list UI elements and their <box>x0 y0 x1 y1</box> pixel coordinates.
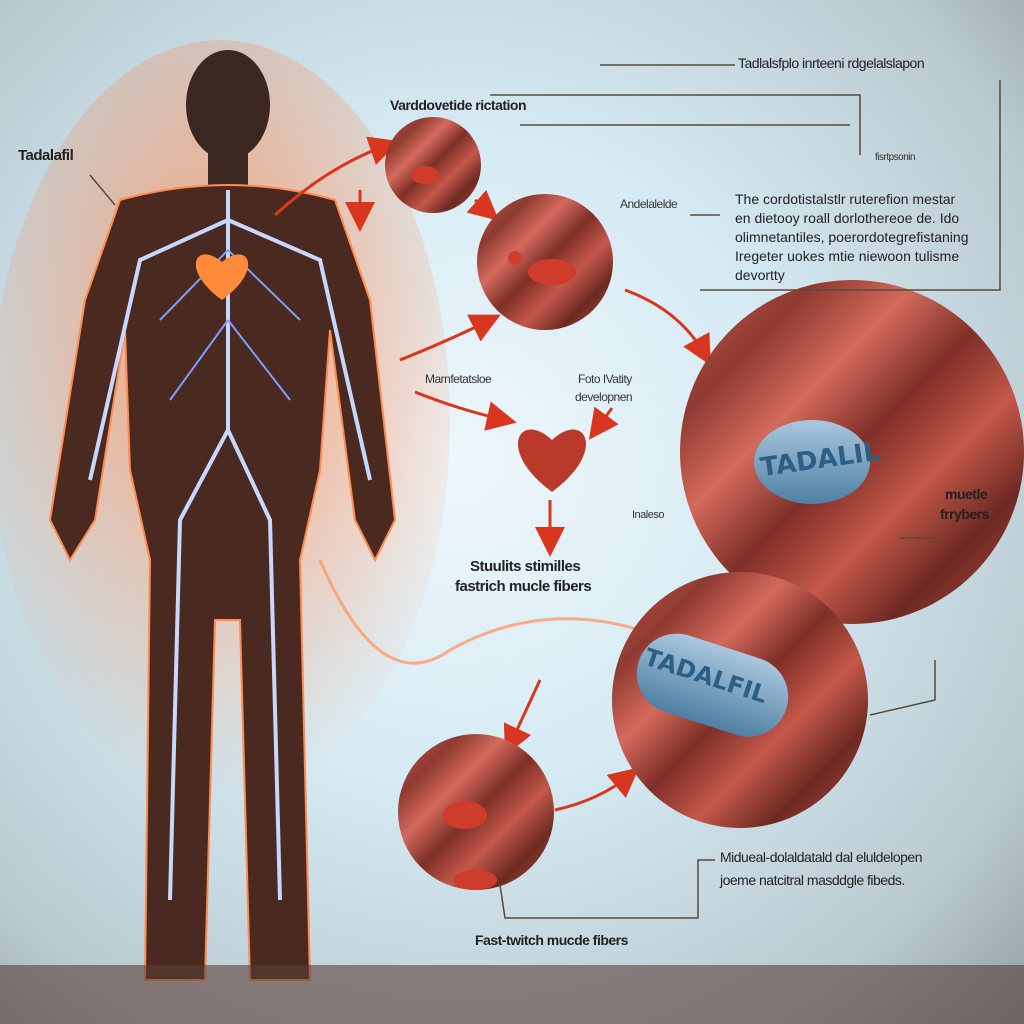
muscle-circle-5 <box>398 734 554 890</box>
paragraph-line: olimnetantiles, poerordotegrefistaning <box>735 229 969 245</box>
muscle-label-line1: muetle <box>945 486 988 502</box>
connector-lines <box>89 64 1001 919</box>
marn-label: Marnfetatsloe <box>425 372 492 386</box>
foto-label-line2: developnen <box>575 390 633 404</box>
heart-icon <box>195 254 249 300</box>
foto-label-line1: Foto IVatity <box>578 372 632 386</box>
paragraph-line: The cordotistalstlr ruterefion mestar <box>735 191 956 207</box>
description-paragraph: The cordotistalstlr ruterefion mestar en… <box>735 190 968 285</box>
pill-tablet <box>754 420 870 504</box>
small-right-label: fisrtpsonin <box>875 152 916 163</box>
muscle-label-line2: frrybers <box>940 506 989 522</box>
top-right-title: Tadlalsfplo inrteeni rdgelalslapon <box>738 55 925 71</box>
fast-twitch-label: Fast-twitch mucde fibers <box>475 932 628 948</box>
bottom-right-line1: Midueal-dolaldatald dal eluldelopen <box>720 849 923 865</box>
inaleso-label: Inaleso <box>632 509 664 521</box>
bottom-right-line2: joeme natcitral masddgle fibeds. <box>720 872 905 888</box>
paragraph-line: devortty <box>735 267 785 283</box>
andel-label: Andelalelde <box>620 197 678 211</box>
paragraph-line: Iregeter uokes mtie niewoon tulisme <box>735 248 960 264</box>
muscle-circle-2 <box>477 194 613 330</box>
paragraph-line: en dietooy roall dorlothereoe de. Ido <box>735 210 960 226</box>
pill-capsule <box>636 633 789 737</box>
stimulates-label-line1: Stuulits stimilles <box>470 558 581 575</box>
human-body-figure <box>0 40 1024 1024</box>
stimulates-label-line2: fastrich mucle fibers <box>455 578 592 595</box>
heart-icon <box>517 429 587 492</box>
top-center-label: Varddovetide rictation <box>390 97 527 113</box>
muscle-circle-1 <box>385 117 481 213</box>
muscle-circle-4 <box>612 572 868 828</box>
tadalafil-label: Tadalafil <box>18 147 74 164</box>
energy-trail <box>318 559 641 665</box>
flow-arrows <box>273 136 711 812</box>
